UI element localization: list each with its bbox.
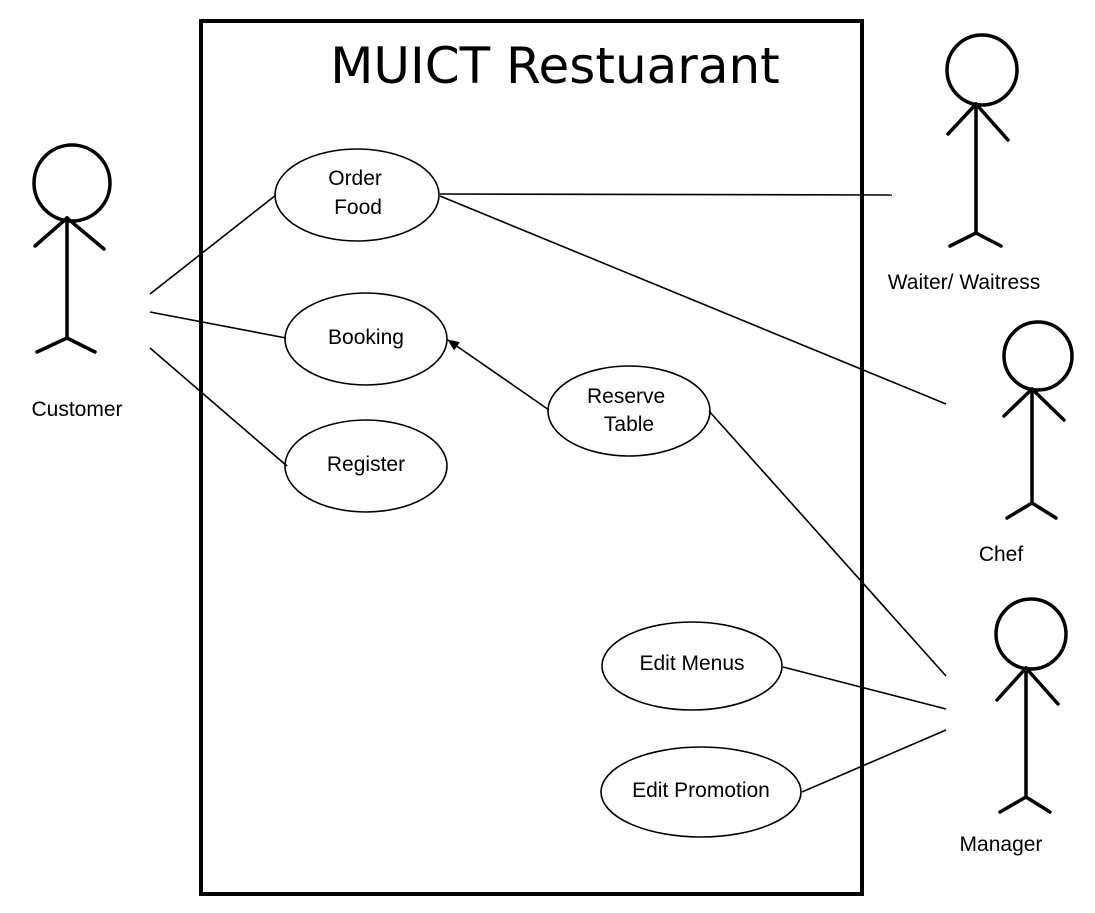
actor-head bbox=[1002, 320, 1074, 392]
actor-arm bbox=[1002, 387, 1034, 418]
actor-label-waiter: Waiter/ Waitress bbox=[888, 271, 1040, 294]
assoc-edit-menus-manager bbox=[782, 666, 947, 710]
svg-text:Register: Register bbox=[327, 453, 405, 476]
use-case-edit-promotion: Edit Promotion bbox=[600, 746, 802, 838]
use-case-label: Register bbox=[327, 453, 405, 476]
actor-arm bbox=[1030, 387, 1066, 422]
actor-leg bbox=[1030, 501, 1058, 520]
use-case-ellipse bbox=[547, 365, 711, 457]
use-case-label: Edit Menus bbox=[639, 652, 744, 675]
actor-customer bbox=[32, 143, 112, 354]
actor-head bbox=[945, 33, 1019, 107]
assoc-customer-booking bbox=[149, 311, 287, 339]
use-case-ellipse bbox=[274, 148, 440, 242]
use-case-label: Food bbox=[334, 196, 382, 219]
assoc-reserve-table-booking bbox=[447, 339, 550, 411]
assoc-order-food-waiter bbox=[439, 193, 893, 196]
actor-manager bbox=[994, 597, 1068, 814]
use-case-register: Register bbox=[284, 419, 448, 513]
actor-arm bbox=[1024, 666, 1060, 706]
actor-arm bbox=[995, 666, 1028, 702]
svg-text:Edit Promotion: Edit Promotion bbox=[632, 779, 770, 802]
actor-leg bbox=[998, 795, 1028, 814]
assoc-reserve-table-manager bbox=[708, 410, 947, 677]
assoc-edit-promotion-manager bbox=[801, 729, 947, 793]
svg-text:Edit Menus: Edit Menus bbox=[639, 652, 744, 675]
assoc-customer-register bbox=[149, 347, 288, 467]
system-title: MUICT Restuarant bbox=[330, 37, 780, 95]
use-case-label: Edit Promotion bbox=[632, 779, 770, 802]
actor-head bbox=[32, 143, 112, 223]
actor-arm bbox=[946, 102, 978, 136]
svg-text:Reserve Table: Reserve Table bbox=[587, 385, 671, 436]
svg-text:Order Food: Order Food bbox=[328, 167, 388, 219]
use-case-order-food: Order Food bbox=[274, 148, 440, 242]
use-case-booking: Booking bbox=[284, 292, 448, 386]
actor-waiter bbox=[945, 33, 1019, 248]
actor-leg bbox=[65, 336, 97, 354]
assoc-customer-order-food bbox=[149, 194, 277, 295]
system-boundary bbox=[199, 19, 864, 896]
assoc-order-food-chef bbox=[439, 195, 947, 405]
actor-chef bbox=[1002, 320, 1074, 520]
use-case-ellipse bbox=[284, 292, 448, 386]
actor-arm bbox=[65, 216, 106, 251]
actor-leg bbox=[1005, 501, 1034, 520]
actor-arm bbox=[33, 216, 69, 248]
actor-arm bbox=[974, 102, 1010, 142]
use-case-edit-menus: Edit Menus bbox=[601, 621, 783, 711]
actor-label-chef: Chef bbox=[979, 543, 1024, 566]
actor-leg bbox=[35, 336, 69, 354]
actor-leg bbox=[974, 231, 1003, 248]
use-case-label: Booking bbox=[328, 326, 404, 349]
actor-leg bbox=[948, 231, 978, 248]
actor-label-manager: Manager bbox=[960, 833, 1043, 856]
actor-label-customer: Customer bbox=[31, 398, 122, 421]
associations bbox=[149, 193, 947, 793]
use-case-ellipse bbox=[600, 746, 802, 838]
actor-head bbox=[994, 597, 1068, 671]
use-case-reserve-table: Reserve Table bbox=[547, 365, 711, 457]
use-case-ellipse bbox=[601, 621, 783, 711]
use-case-label: Order bbox=[328, 167, 382, 190]
use-case-ellipse bbox=[284, 419, 448, 513]
use-case-label: Reserve bbox=[587, 385, 665, 408]
use-case-label: Table bbox=[604, 413, 654, 436]
actor-leg bbox=[1024, 795, 1052, 814]
svg-text:Booking: Booking bbox=[328, 326, 404, 349]
